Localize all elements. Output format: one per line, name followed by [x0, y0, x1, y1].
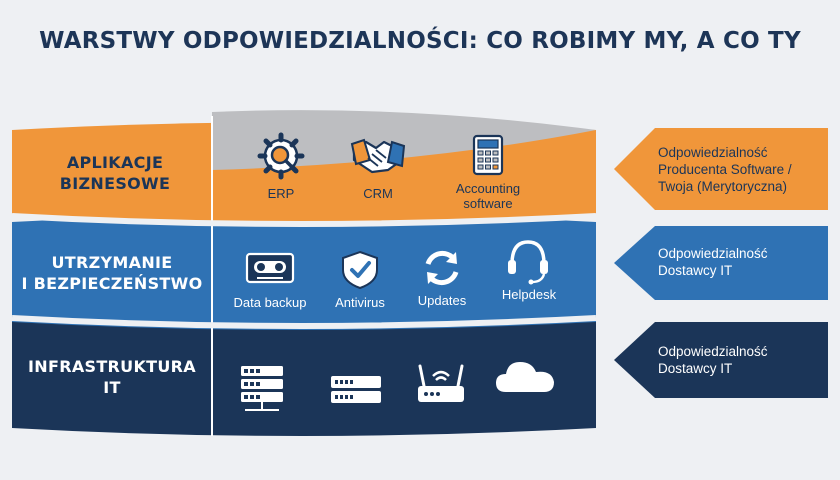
router-icon	[418, 364, 464, 402]
responsibility-text-software: Odpowiedzialność Producenta Software / T…	[658, 144, 792, 195]
item-label-helpdesk: Helpdesk	[501, 287, 557, 302]
item-label-data-backup: Data backup	[233, 295, 307, 310]
item-label-antivirus: Antivirus	[335, 295, 385, 310]
tape-backup-icon	[245, 252, 295, 284]
handshake-icon	[350, 138, 406, 174]
layer-band-maintenance	[12, 214, 596, 330]
cloud-icon	[496, 362, 554, 392]
item-label-accounting: Accounting software	[433, 181, 543, 211]
responsibility-line: Odpowiedzialność	[658, 246, 768, 261]
responsibility-line: Odpowiedzialność	[658, 145, 768, 160]
layer-top-gray	[212, 110, 596, 170]
responsibility-line: Twoja (Merytoryczna)	[658, 179, 788, 194]
item-label-crm: CRM	[363, 186, 393, 201]
network-switch-icon	[331, 376, 381, 403]
item-label-line: software	[463, 196, 513, 211]
layer-label-applications: APLIKACJE BIZNESOWE	[20, 152, 210, 194]
item-label-erp: ERP	[267, 186, 295, 201]
layer-label-line: UTRZYMANIE	[51, 253, 173, 272]
responsibility-arrow-it-infrastructure	[614, 322, 828, 398]
layer-label-line: BIZNESOWE	[59, 174, 171, 193]
layer-label-line: I BEZPIECZEŃSTWO	[21, 274, 203, 293]
layer-label-maintenance: UTRZYMANIE I BEZPIECZEŃSTWO	[12, 252, 212, 294]
page-title: WARSTWY ODPOWIEDZIALNOŚCI: CO ROBIMY MY,…	[39, 28, 801, 54]
refresh-icon	[425, 250, 459, 286]
gear-search-icon	[257, 132, 305, 180]
responsibility-line: Producenta Software /	[658, 162, 792, 177]
responsibility-line: Dostawcy IT	[658, 361, 733, 376]
responsibility-line: Odpowiedzialność	[658, 344, 768, 359]
responsibility-arrow-software	[614, 128, 828, 210]
responsibility-arrow-it-maintenance	[614, 226, 828, 300]
layer-band-infrastructure	[12, 314, 596, 436]
headset-icon	[508, 240, 548, 285]
layer-label-infrastructure: INFRASTRUKTURA IT	[12, 356, 212, 398]
layer-label-line: IT	[103, 378, 121, 397]
responsibility-line: Dostawcy IT	[658, 263, 733, 278]
layer-label-line: INFRASTRUKTURA	[28, 357, 196, 376]
layer-label-line: APLIKACJE	[66, 153, 164, 172]
server-rack-icon	[241, 366, 283, 411]
calculator-icon	[472, 134, 504, 176]
item-label-updates: Updates	[417, 293, 467, 308]
shield-check-icon	[342, 250, 378, 290]
responsibility-text-infrastructure: Odpowiedzialność Dostawcy IT	[658, 343, 768, 377]
responsibility-text-maintenance: Odpowiedzialność Dostawcy IT	[658, 245, 768, 279]
item-label-line: Accounting	[455, 181, 521, 196]
